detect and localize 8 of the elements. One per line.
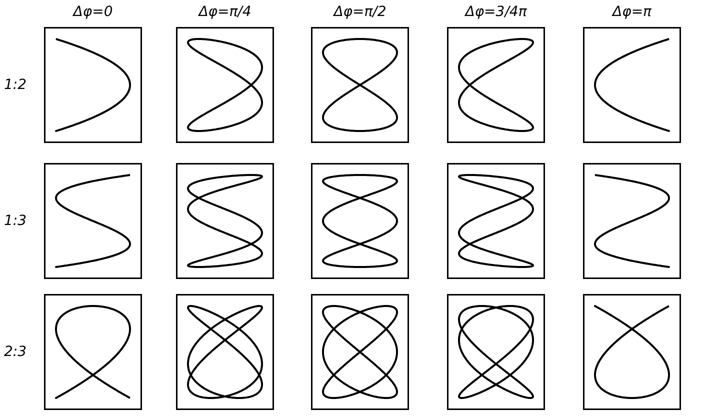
column-header: Δφ=π/4 [198, 4, 252, 20]
row-label: 1:2 [4, 77, 27, 93]
column-header: Δφ=0 [73, 4, 113, 20]
column-header: Δφ=π [612, 4, 652, 20]
column-header: Δφ=π/2 [334, 4, 386, 20]
row-label: 1:3 [4, 213, 27, 229]
row-label: 2:3 [4, 344, 27, 360]
column-header: Δφ=3/4π [465, 4, 527, 20]
